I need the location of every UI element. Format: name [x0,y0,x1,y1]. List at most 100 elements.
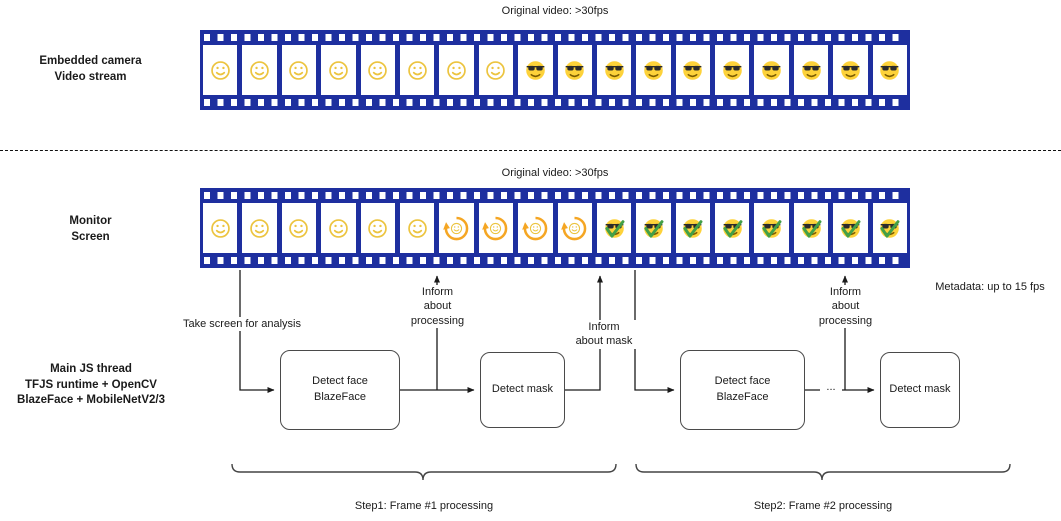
box-detect-mask-2: Detect mask [880,352,960,428]
film-frame-plain [321,45,356,95]
label-step1: Step1: Frame #1 processing [354,500,494,512]
film-frame-plain [321,203,356,253]
caption-original-video-top: Original video: >30fps [501,5,609,17]
film-frame-plain [360,203,395,253]
film-frame-processing [557,203,592,253]
plain-smiley-icon [486,60,506,80]
film-frame-plain [439,45,474,95]
film-frame-plain [360,45,395,95]
cool-smiley-icon [644,60,663,80]
film-frame-plain [478,45,514,95]
sprocket-holes-bottom [204,257,906,264]
cool-smiley-icon [526,60,545,80]
film-frame-plain [281,203,317,253]
cool-smiley-icon [604,60,624,80]
plain-smiley-icon [407,218,427,238]
film-frame-cool [596,45,632,95]
checked-smiley-icon [841,218,861,238]
film-frame-plain [399,45,435,95]
film-frame-cool [518,45,553,95]
film-frame-processing [439,203,474,253]
film-frame-checked [754,203,789,253]
film-frame-plain [203,203,238,253]
film-frame-cool [715,45,750,95]
processing-smiley-icon [521,216,548,240]
label-ellipsis: ... [820,380,842,395]
camera-frames [203,45,908,95]
checked-smiley-icon [644,218,664,238]
checked-smiley-icon [801,218,822,238]
plain-smiley-icon [289,60,309,80]
film-frame-checked [596,203,632,253]
plain-smiley-icon [329,60,348,80]
brace-step2 [635,463,1011,481]
film-frame-checked [675,203,711,253]
film-frame-cool [833,45,868,95]
checked-smiley-icon [880,218,900,238]
label-inform-mask: Inform about mask [568,320,640,349]
plain-smiley-icon [329,218,348,238]
sprocket-holes-bottom [204,99,906,106]
label-inform-processing-2: Inform about processing [813,285,878,328]
film-frame-cool [754,45,789,95]
plain-smiley-icon [447,60,466,80]
label-take-screen: Take screen for analysis [176,317,308,332]
cool-smiley-icon [880,60,900,80]
film-frame-plain [399,203,435,253]
brace-step1 [231,463,617,481]
film-frame-plain [203,45,238,95]
processing-smiley-icon [443,216,469,240]
film-frame-checked [636,203,671,253]
row-label-monitor: Monitor Screen [69,215,112,243]
box-detect-face-2: Detect face BlazeFace [680,350,805,430]
processing-smiley-icon [561,216,587,240]
arrow-take-screen-2 [634,270,675,393]
plain-smiley-icon [407,60,427,80]
checked-smiley-icon [722,218,743,238]
plain-smiley-icon [210,60,230,80]
plain-smiley-icon [250,60,269,80]
film-frame-checked [872,203,908,253]
film-frame-cool [872,45,908,95]
cool-smiley-icon [565,60,584,80]
film-frame-cool [675,45,711,95]
plain-smiley-icon [289,218,309,238]
monitor-frames [203,203,908,253]
box-detect-mask-1: Detect mask [480,352,565,428]
film-frame-plain [281,45,317,95]
film-frame-processing [518,203,553,253]
film-frame-checked [715,203,750,253]
row-label-camera: Embedded camera Video stream [39,55,142,83]
sprocket-holes-top [204,192,906,199]
film-frame-plain [242,45,277,95]
separator-dashed [0,150,1061,151]
film-frame-checked [833,203,868,253]
film-frame-cool [636,45,671,95]
filmstrip-camera [200,30,910,110]
cool-smiley-icon [722,60,742,80]
plain-smiley-icon [210,218,230,238]
film-frame-processing [478,203,514,253]
checked-smiley-icon [604,218,625,238]
sprocket-holes-top [204,34,906,41]
checked-smiley-icon [762,218,782,238]
plain-smiley-icon [250,218,269,238]
caption-original-video-middle: Original video: >30fps [501,167,609,179]
box-detect-face-1: Detect face BlazeFace [280,350,400,430]
label-step2: Step2: Frame #2 processing [753,500,893,512]
cool-smiley-icon [762,60,781,80]
cool-smiley-icon [683,60,703,80]
cool-smiley-icon [801,60,821,80]
plain-smiley-icon [368,218,388,238]
film-frame-cool [557,45,592,95]
filmstrip-monitor [200,188,910,268]
label-inform-processing-1: Inform about processing [405,285,470,328]
film-frame-cool [793,45,829,95]
row-label-pipeline: Main JS thread TFJS runtime + OpenCV Bla… [17,363,165,407]
label-metadata: Metadata: up to 15 fps [935,281,1045,293]
film-frame-plain [242,203,277,253]
checked-smiley-icon [683,218,703,238]
film-frame-checked [793,203,829,253]
plain-smiley-icon [368,60,388,80]
